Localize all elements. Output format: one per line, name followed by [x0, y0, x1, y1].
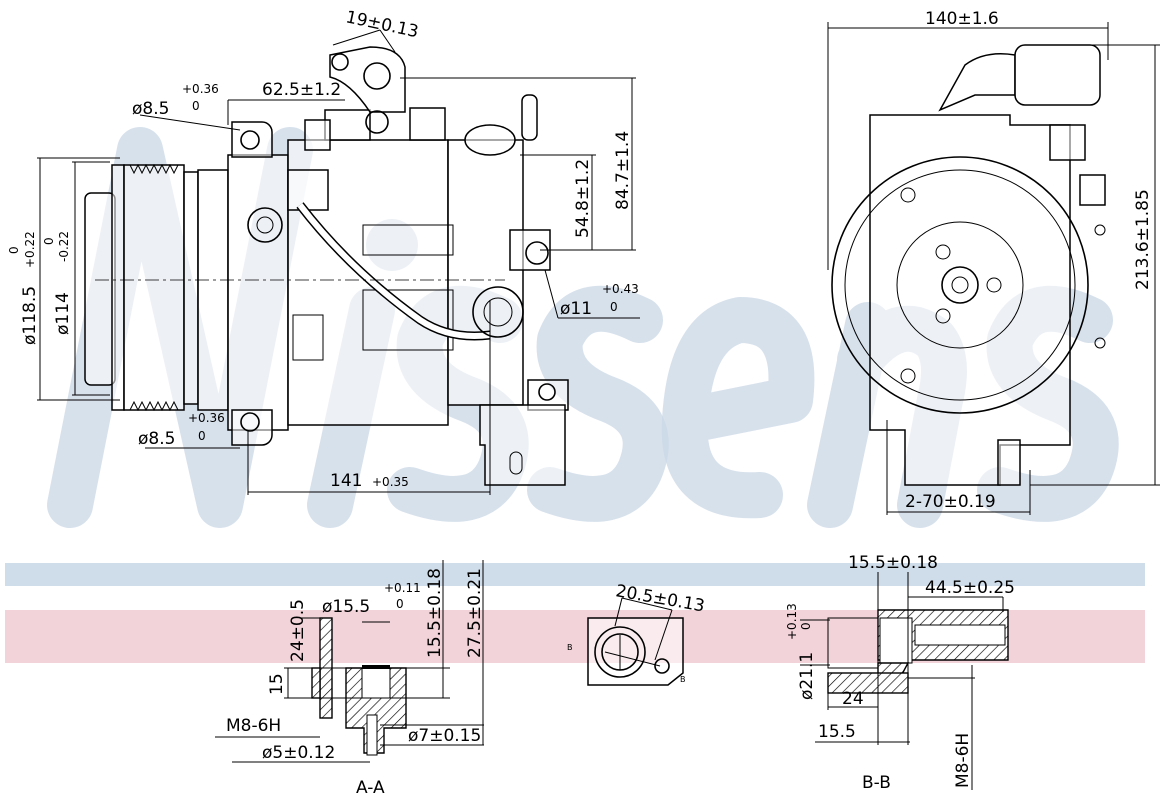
bb-thread: M8-6H — [953, 733, 973, 788]
hole-bottom-label: ø8.5 — [138, 429, 175, 449]
hole-right-tol-upper: +0.43 — [602, 282, 639, 296]
section-b-b — [800, 572, 1009, 790]
aa-dim-d5: ø5±0.12 — [262, 743, 335, 763]
dim-54-8: 54.8±1.2 — [573, 159, 593, 238]
aa-dim-24: 24±0.5 — [288, 599, 308, 662]
aa-title: A-A — [356, 778, 385, 798]
hole-right-tol-lower: 0 — [610, 300, 618, 314]
bb-dim-24: 24 — [842, 689, 864, 709]
dim-140: 140±1.6 — [925, 9, 999, 29]
dim-141: 141 — [330, 471, 362, 491]
aa-dim-bore-tol-upper: +0.11 — [384, 581, 421, 595]
bb-dim-44-5: 44.5±0.25 — [925, 578, 1015, 598]
hole-top-label: ø8.5 — [132, 99, 169, 119]
bb-dim-d21-1-tol-upper: +0.13 — [785, 603, 799, 640]
blue-band — [5, 563, 1145, 586]
bb-dim-15-5: 15.5 — [818, 722, 856, 742]
pulley-outer-label: ø118.5 — [20, 286, 40, 345]
aa-thread: M8-6H — [226, 716, 281, 736]
hole-bottom-tol-lower: 0 — [198, 429, 206, 443]
pulley-inner-tol-upper: 0 — [42, 237, 56, 245]
detail-marker-right: B — [680, 675, 686, 684]
pulley-outer-tol-lower: 0 — [7, 246, 21, 254]
aa-dim-27-5: 27.5±0.21 — [465, 568, 485, 658]
front-view-dimensions — [827, 22, 1160, 515]
hole-right-label: ø11 — [560, 299, 592, 319]
dim-84-7: 84.7±1.4 — [613, 131, 633, 210]
pulley-outer-tol-upper: +0.22 — [23, 231, 37, 268]
aa-dim-d7: ø7±0.15 — [408, 726, 481, 746]
bb-dim-d21-1: ø21.1 — [797, 652, 817, 700]
pulley-inner-label: ø114 — [53, 292, 73, 335]
hole-top-tol-upper: +0.36 — [182, 82, 219, 96]
dim-2-70: 2-70±0.19 — [905, 492, 996, 512]
detail-marker-left: B — [567, 643, 573, 652]
aa-dim-15-5: 15.5±0.18 — [425, 568, 445, 658]
section-a-a — [215, 560, 484, 763]
detail-fitting — [587, 597, 684, 686]
hole-bottom-tol-upper: +0.36 — [188, 411, 225, 425]
bb-dim-d21-1-tol-lower: 0 — [799, 622, 813, 630]
aa-dim-15: 15 — [267, 673, 287, 695]
bb-dim-15-5-tol: 15.5±0.18 — [848, 553, 938, 573]
aa-dim-bore-tol-lower: 0 — [396, 597, 404, 611]
dim-19: 19±0.13 — [344, 7, 420, 42]
bb-title: B-B — [862, 773, 891, 793]
aa-dim-bore: ø15.5 — [322, 597, 370, 617]
compressor-front-view — [831, 44, 1106, 486]
dim-62-5: 62.5±1.2 — [262, 80, 341, 100]
side-view-dimensions — [37, 29, 640, 495]
hole-top-tol-lower: 0 — [192, 99, 200, 113]
pulley-inner-tol-lower: -0.22 — [57, 231, 71, 262]
dim-141-tol: +0.35 — [372, 475, 409, 489]
dim-213-6: 213.6±1.85 — [1133, 189, 1153, 290]
compressor-side-view — [84, 46, 569, 486]
